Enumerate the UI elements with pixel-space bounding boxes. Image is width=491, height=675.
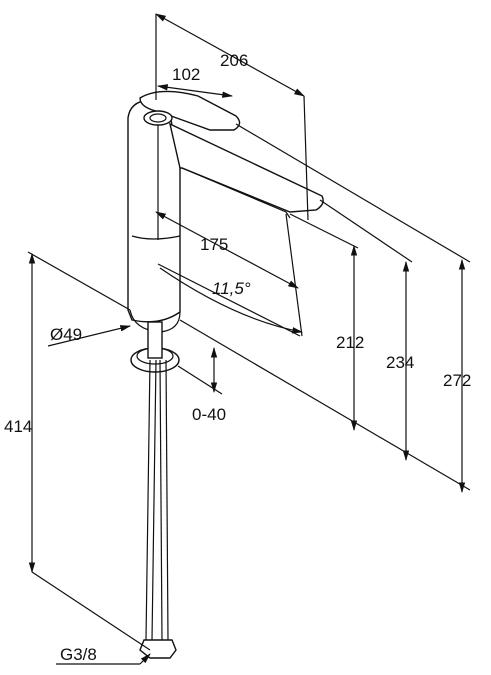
faucet-base — [129, 309, 181, 659]
dim-102-label: 102 — [172, 65, 200, 84]
dim-212-label: 212 — [336, 333, 364, 352]
dim-414-label: 414 — [4, 417, 32, 436]
dim-234-label: 234 — [386, 353, 414, 372]
dim-angle-label: 11,5° — [212, 279, 251, 298]
dim-diameter-label: Ø49 — [50, 325, 82, 344]
dim-0-40-label: 0-40 — [192, 405, 226, 424]
dim-thread-label: G3/8 — [60, 645, 97, 664]
dim-175-label: 175 — [200, 235, 228, 254]
dim-272-label: 272 — [443, 371, 471, 390]
dim-206-label: 206 — [220, 51, 248, 70]
dimension-lines — [27, 13, 471, 665]
faucet-body — [127, 90, 324, 323]
